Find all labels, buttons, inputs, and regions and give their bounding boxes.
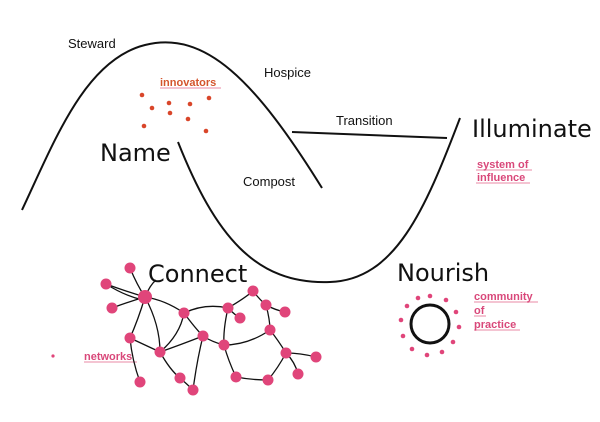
note-practice: practice <box>474 319 516 331</box>
network-node <box>106 302 118 314</box>
network-node <box>134 376 146 388</box>
network-node <box>264 324 276 336</box>
innovator-dot <box>141 123 147 129</box>
community-dot <box>427 293 433 299</box>
networks-dot <box>51 354 55 358</box>
network-node <box>100 278 112 290</box>
network-node <box>124 262 136 274</box>
network-node <box>197 330 209 342</box>
label-hospice: Hospice <box>264 65 311 80</box>
network-node <box>310 351 322 363</box>
note-system-of: system of <box>477 159 529 171</box>
network-node <box>260 299 272 311</box>
community-dot <box>404 303 410 309</box>
innovator-dot <box>185 116 191 122</box>
community-dot <box>450 339 456 345</box>
community-dot <box>400 333 406 339</box>
community-dot <box>415 295 421 301</box>
network-node <box>154 346 166 358</box>
network-node <box>187 384 199 396</box>
network-node <box>138 290 152 304</box>
transition-line <box>291 131 448 139</box>
community-dot <box>398 317 404 323</box>
note-community: community <box>474 291 534 303</box>
community-dot <box>453 309 459 315</box>
community-dot <box>409 346 415 352</box>
label-transition: Transition <box>336 113 393 128</box>
innovator-dot <box>203 128 209 134</box>
note-networks: networks <box>84 351 132 363</box>
innovator-dot <box>166 100 172 106</box>
network-node <box>230 371 242 383</box>
network-node <box>247 285 259 297</box>
first-loop-curve <box>21 41 323 211</box>
note-innovators: innovators <box>160 77 216 89</box>
innovator-dot <box>139 92 145 98</box>
label-nourish: Nourish <box>397 259 489 287</box>
community-dot <box>456 324 462 330</box>
network-node <box>234 312 246 324</box>
innovator-dot <box>149 105 155 111</box>
network-node <box>262 374 274 386</box>
label-name: Name <box>100 139 171 167</box>
community-dot <box>443 297 449 303</box>
community-dots <box>398 293 462 358</box>
second-loop-curve <box>177 117 461 284</box>
community-dot <box>439 349 445 355</box>
network-node <box>279 306 291 318</box>
label-compost: Compost <box>243 174 295 189</box>
innovator-dot <box>167 110 173 116</box>
network-nodes <box>100 262 322 396</box>
community-circle <box>409 303 451 345</box>
innovator-dot <box>187 101 193 107</box>
network-node <box>222 302 234 314</box>
network-node <box>178 307 190 319</box>
network-node <box>280 347 292 359</box>
note-of: of <box>474 305 485 317</box>
network-node <box>218 339 230 351</box>
network-node <box>124 332 136 344</box>
label-connect: Connect <box>148 260 247 288</box>
note-influence: influence <box>477 172 525 184</box>
community-dot <box>424 352 430 358</box>
innovator-dots <box>139 92 212 134</box>
label-illuminate: Illuminate <box>472 115 592 143</box>
network-node <box>174 372 186 384</box>
innovator-dot <box>206 95 212 101</box>
label-steward: Steward <box>68 36 116 51</box>
network-node <box>292 368 304 380</box>
